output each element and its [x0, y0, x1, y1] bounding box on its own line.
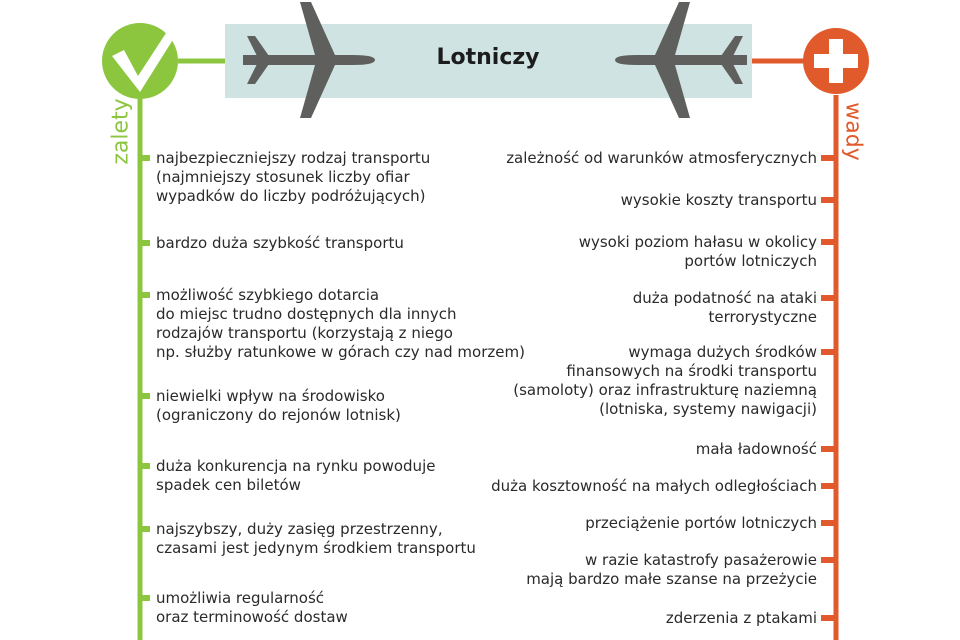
cons-item: duża kosztowność na małych odległościach: [491, 477, 817, 495]
pros-item: bardzo duża szybkość transportu: [156, 234, 404, 252]
pros-tick: [140, 595, 150, 601]
cons-tick: [821, 349, 836, 355]
pros-item: umożliwia regularność oraz terminowość d…: [156, 589, 348, 626]
cons-tick: [821, 197, 836, 203]
cons-item: przeciążenie portów lotniczych: [585, 514, 817, 532]
cons-tick: [821, 155, 836, 161]
cons-tick: [821, 295, 836, 301]
cons-item: wysoki poziom hałasu w okolicy portów lo…: [578, 233, 817, 270]
cons-item: wymaga dużych środków finansowych na śro…: [513, 343, 817, 418]
cons-tick: [821, 483, 836, 489]
pros-item: duża konkurencja na rynku powoduje spade…: [156, 457, 436, 494]
checkmark-icon: [112, 30, 174, 92]
airplane-icon: [615, 2, 747, 118]
cons-item: zderzenia z ptakami: [665, 609, 817, 627]
pros-tick: [140, 393, 150, 399]
cons-tick: [821, 446, 836, 452]
airplane-icon: [243, 2, 375, 118]
pros-tick: [140, 526, 150, 532]
pros-item: niewielki wpływ na środowisko (ograniczo…: [156, 387, 401, 424]
pros-ticks: [140, 155, 150, 601]
cons-tick: [821, 557, 836, 563]
cons-item: w razie katastrofy pasażerowie mają bard…: [526, 551, 817, 588]
pros-tick: [140, 240, 150, 246]
cons-tick: [821, 239, 836, 245]
cons-tick: [821, 520, 836, 526]
pros-label: zalety: [108, 98, 134, 165]
pros-item: najszybszy, duży zasięg przestrzenny, cz…: [156, 520, 476, 557]
cons-tick: [821, 615, 836, 621]
pros-circle: [102, 23, 178, 99]
cons-item: zależność od warunków atmosferycznych: [506, 149, 817, 167]
cons-ticks: [821, 155, 836, 621]
plus-icon-bar: [814, 54, 858, 68]
pros-tick: [140, 155, 150, 161]
pros-item: najbezpieczniejszy rodzaj transportu (na…: [156, 149, 431, 205]
cons-label: wady: [840, 102, 866, 161]
page-title: Lotniczy: [436, 45, 540, 70]
pros-tick: [140, 463, 150, 469]
cons-item: mała ładowność: [695, 440, 817, 458]
pros-tick: [140, 292, 150, 298]
cons-item: duża podatność na ataki terrorystyczne: [632, 289, 817, 326]
pros-item: możliwość szybkiego dotarcia do miejsc t…: [156, 286, 525, 361]
cons-item: wysokie koszty transportu: [620, 191, 817, 209]
